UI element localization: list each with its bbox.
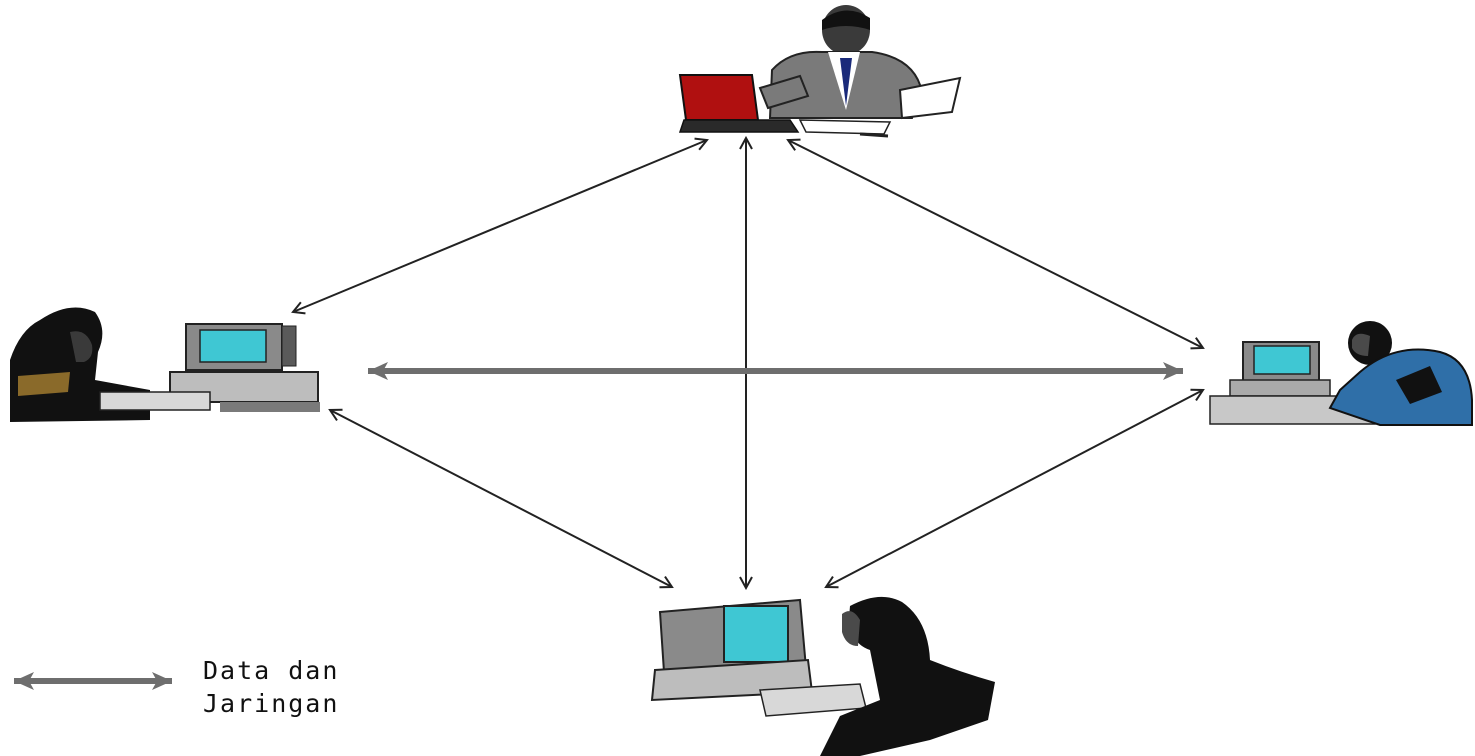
node-left-user xyxy=(10,307,320,422)
legend-line-1: Data dan xyxy=(203,656,340,685)
desktop-computer-icon xyxy=(650,598,867,717)
node-right-user xyxy=(1209,321,1473,426)
laptop-icon xyxy=(678,74,800,133)
legend-label: Data dan Jaringan xyxy=(203,654,339,720)
woman-figure xyxy=(820,596,995,756)
arrow-top-left xyxy=(293,140,707,312)
man-at-desk-figure xyxy=(1328,321,1473,426)
arrow-left-bottom xyxy=(330,410,672,587)
desktop-computer-icon xyxy=(99,323,320,412)
node-bottom-user xyxy=(650,596,995,756)
connections xyxy=(293,138,1203,588)
legend-line-2: Jaringan xyxy=(203,689,340,718)
man-in-suit-figure xyxy=(758,5,962,138)
arrow-right-bottom xyxy=(826,390,1203,587)
arrow-top-right xyxy=(788,140,1203,348)
node-top-manager xyxy=(678,5,962,138)
